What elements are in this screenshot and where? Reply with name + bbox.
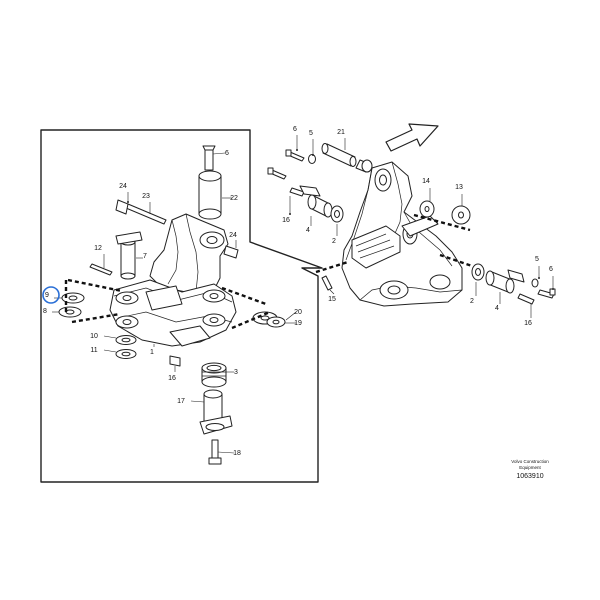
callout-label-17: 17 xyxy=(177,398,185,405)
callout-label-20: 20 xyxy=(294,309,302,316)
direction-arrow-icon xyxy=(385,123,439,152)
callout-label-16: 16 xyxy=(282,217,290,224)
callout-label-16: 16 xyxy=(168,375,176,382)
highlight-circle xyxy=(42,286,60,304)
callout-label-1: 1 xyxy=(150,349,154,356)
credit-line-2: Equipment xyxy=(519,465,541,470)
callout-label-24: 24 xyxy=(119,183,127,190)
callout-label-6: 6 xyxy=(293,126,297,133)
callout-label-11: 11 xyxy=(90,347,97,354)
right-hardware xyxy=(267,143,556,305)
callout-label-15: 15 xyxy=(328,296,336,303)
right-dashed-axis-3 xyxy=(439,253,473,268)
left-dashed-axis-bottom xyxy=(71,312,121,324)
right-dashed-axis-2 xyxy=(413,213,471,232)
callout-label-24: 24 xyxy=(229,232,237,239)
callout-label-2: 2 xyxy=(470,298,474,305)
callout-label-16: 16 xyxy=(524,320,532,327)
drawing-code: 1063910 xyxy=(516,473,543,480)
left-dashed-axis-right xyxy=(221,286,267,306)
callout-label-14: 14 xyxy=(422,178,430,185)
callout-label-22: 22 xyxy=(230,195,238,202)
right-dashed-axis-1 xyxy=(315,260,349,274)
callout-label-9: 9 xyxy=(45,292,49,299)
callout-label-19: 19 xyxy=(294,320,302,327)
callout-label-5: 5 xyxy=(309,130,313,137)
callout-label-18: 18 xyxy=(233,450,241,457)
detail-frame xyxy=(40,129,323,483)
callout-label-21: 21 xyxy=(337,129,345,136)
callout-label-4: 4 xyxy=(495,305,499,312)
callout-label-6: 6 xyxy=(225,150,229,157)
credit-line-1: Volvo Construction xyxy=(511,459,549,464)
callout-label-8: 8 xyxy=(43,308,47,315)
swing-frame-assembly xyxy=(341,161,463,307)
callout-label-23: 23 xyxy=(142,193,150,200)
callout-label-7: 7 xyxy=(143,253,147,260)
callout-label-5: 5 xyxy=(535,256,539,263)
swing-frame-detail xyxy=(109,213,237,347)
callout-label-12: 12 xyxy=(94,245,102,252)
callout-label-4: 4 xyxy=(306,227,310,234)
callout-label-6: 6 xyxy=(549,266,553,273)
left-dashed-axis-top xyxy=(67,278,123,293)
callout-label-2: 2 xyxy=(332,238,336,245)
leader-lines xyxy=(52,135,554,454)
callout-label-3: 3 xyxy=(234,369,238,376)
callout-label-13: 13 xyxy=(455,184,463,191)
callout-label-10: 10 xyxy=(90,333,98,340)
left-hardware xyxy=(58,145,286,465)
